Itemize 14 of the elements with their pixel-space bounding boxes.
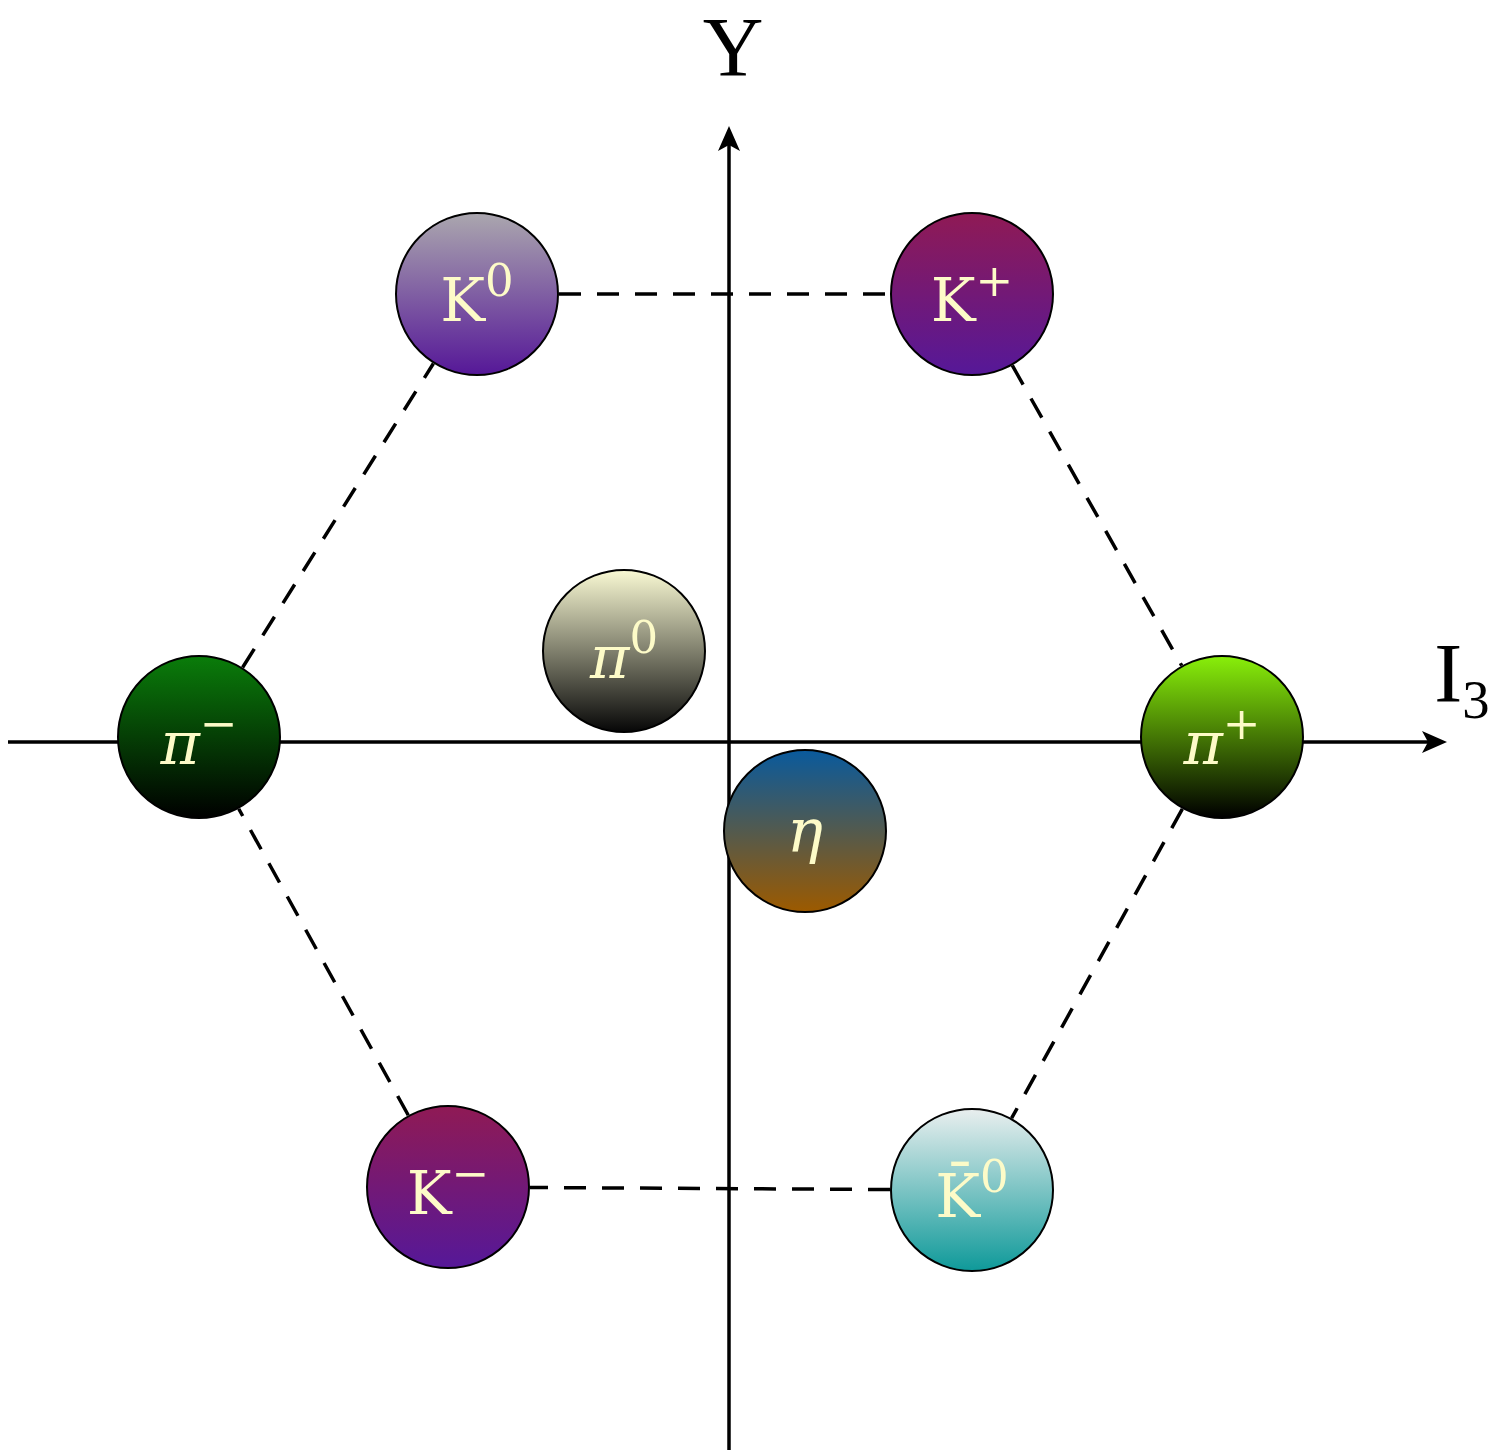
particle-symbol: π$^{−}$: [160, 701, 238, 773]
dashed-line: [1010, 364, 1184, 667]
dashed-line: [237, 807, 410, 1117]
axis-label: Y: [702, 6, 764, 90]
particle-symbol: K$^{−}$: [406, 1151, 490, 1223]
particle-symbol: K$^{0}$: [440, 258, 514, 330]
particle-symbol: K̄$^{0}$: [935, 1154, 1009, 1226]
particle-symbol: K$^{+}$: [930, 258, 1014, 330]
dashed-line: [1010, 807, 1184, 1120]
dashed-line: [241, 362, 435, 669]
particle-symbol: π$^{0}$: [589, 615, 659, 687]
dashed-line: [530, 1185, 890, 1192]
particle-symbol: π$^{+}$: [1183, 701, 1261, 773]
axis-label: I$_{3}$: [1434, 632, 1490, 728]
